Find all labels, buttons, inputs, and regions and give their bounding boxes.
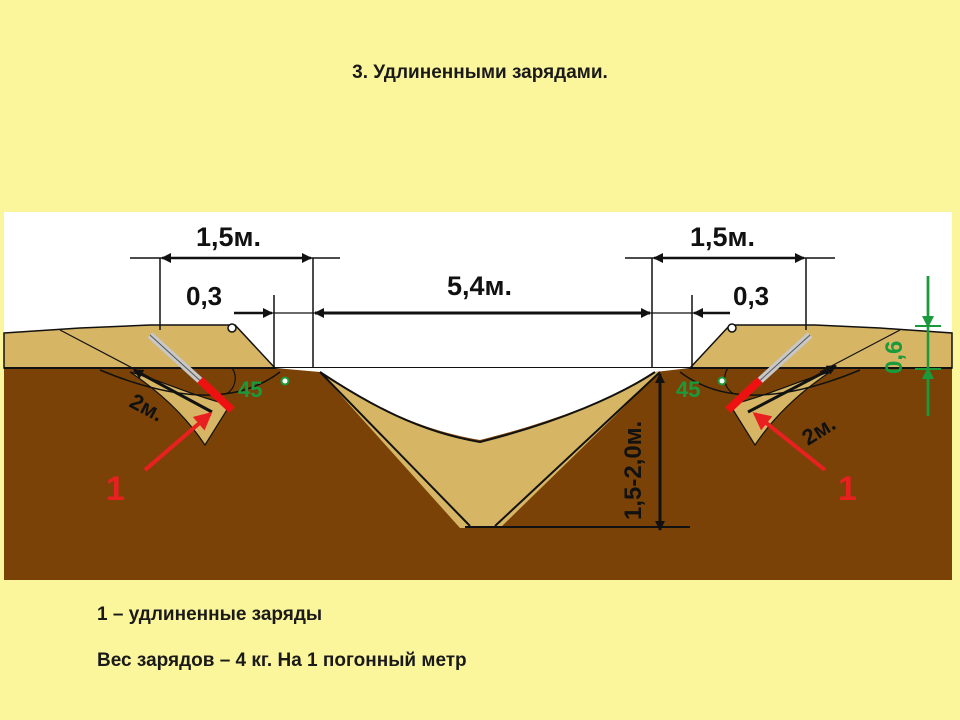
dim-center-label: 5,4м. [447, 271, 512, 301]
crater-sand [320, 372, 660, 528]
marker-right-label: 1 [838, 470, 857, 508]
left-charge-gray-outline [149, 334, 206, 386]
marker-right-arrow [752, 412, 827, 472]
crater-excavated [275, 368, 690, 440]
right-slope-line [819, 329, 901, 373]
legend-item-1: 1 – удлиненные заряды [97, 604, 323, 625]
right-charge-red [725, 377, 763, 413]
dim-right-inner-label: 0,3 [733, 281, 769, 311]
left-slope-line [59, 329, 141, 373]
right-charge-gray-outline [754, 334, 811, 386]
dist-left-arrow [133, 368, 213, 414]
crater-side-left [319, 371, 471, 527]
left-surface-curve [99, 369, 281, 396]
page-title: 3. Удлиненными зарядами. [352, 62, 608, 83]
dim-right-top-label: 1,5м. [690, 222, 755, 252]
left-charge-red [197, 377, 235, 413]
legend-item-2: Вес зарядов – 4 кг. На 1 погонный метр [97, 650, 467, 671]
angle-left-label: 45 [238, 377, 262, 402]
crater-side-right [494, 371, 661, 527]
right-surface-curve [679, 369, 861, 396]
angle-right-label: 45 [676, 377, 700, 402]
crater-outline [319, 371, 656, 444]
marker-left-arrow [143, 412, 213, 472]
dist-right-arrow [747, 364, 837, 414]
marker-left-label: 1 [106, 470, 125, 508]
dim-depth-label: 1,5-2,0м. [620, 421, 647, 520]
dim-height-label: 0,6 [881, 341, 908, 374]
trench-cross-section-diagram: 1,5м. 1,5м. 5,4м. 0,3 0,3 0,6 1,5-2,0м. … [3, 212, 953, 580]
dim-left-top-label: 1,5м. [196, 222, 261, 252]
dim-left-inner-label: 0,3 [186, 281, 222, 311]
